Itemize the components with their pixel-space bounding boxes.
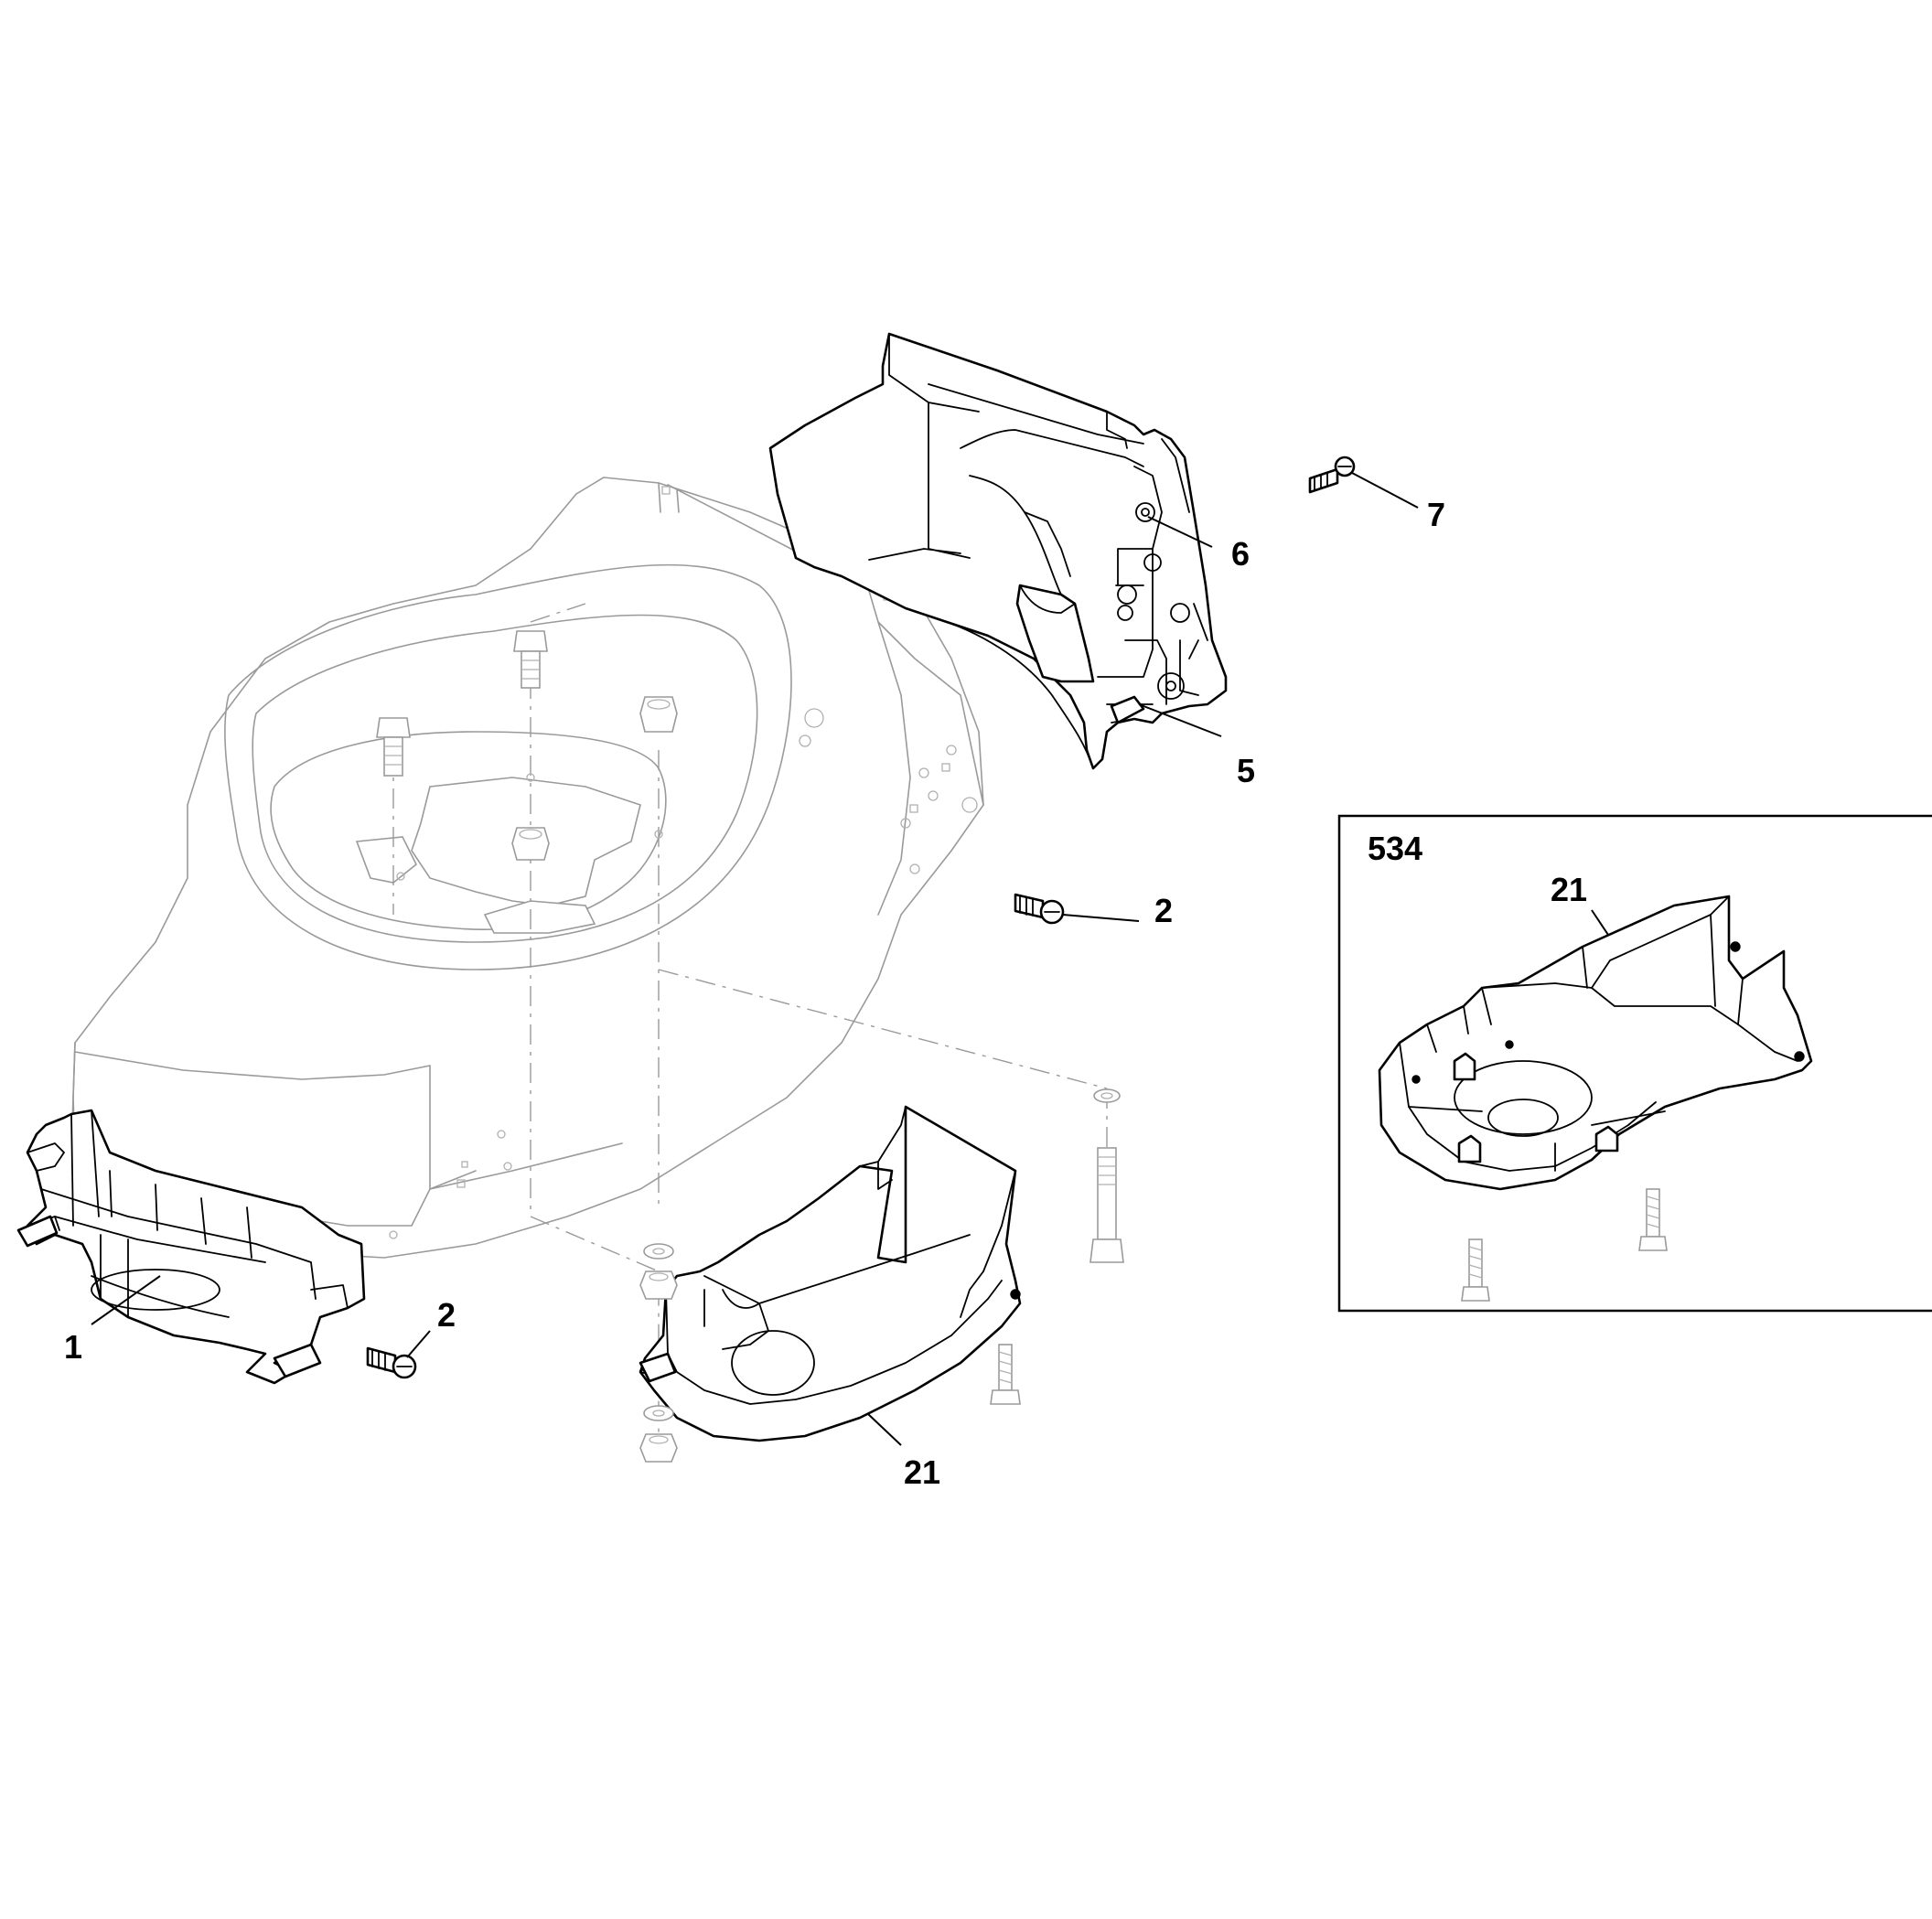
screw-icon bbox=[1308, 456, 1356, 494]
nut-icon bbox=[511, 827, 550, 861]
callout-1: 1 bbox=[64, 1328, 82, 1366]
deflector-hardware bbox=[639, 1088, 1124, 1463]
callout-7: 7 bbox=[1427, 496, 1445, 533]
callout-21: 21 bbox=[904, 1453, 940, 1491]
callout-2: 2 bbox=[1154, 892, 1173, 929]
screw-icon bbox=[1638, 1188, 1668, 1251]
inset-variant-label: 534 bbox=[1368, 830, 1422, 867]
rear-bracket-part bbox=[768, 332, 1228, 770]
variant-inset: 534 21 bbox=[1337, 814, 1932, 1313]
screw-icon bbox=[366, 1346, 417, 1379]
front-flap-part bbox=[16, 1109, 366, 1385]
callout-labels: 6 7 5 2 2 1 21 bbox=[64, 496, 1445, 1491]
nut-icon bbox=[639, 696, 678, 733]
callout-5: 5 bbox=[1237, 752, 1255, 789]
nut-icon bbox=[639, 1433, 678, 1463]
deck-hardware bbox=[376, 630, 678, 881]
mower-deck-outline bbox=[70, 477, 984, 1259]
inset-callout-21: 21 bbox=[1551, 871, 1587, 908]
inset-deflector-part bbox=[1378, 895, 1813, 1191]
bolt-icon bbox=[1089, 1088, 1124, 1263]
nut-icon bbox=[639, 1270, 678, 1300]
washer-icon bbox=[643, 1243, 674, 1260]
inset-frame bbox=[1337, 814, 1932, 1313]
bolt-icon bbox=[376, 717, 411, 777]
callout-2-lower: 2 bbox=[437, 1296, 456, 1334]
washer-icon bbox=[643, 1405, 674, 1421]
screw-icon bbox=[1461, 1238, 1490, 1302]
screw-icon bbox=[1014, 893, 1065, 925]
leader-lines bbox=[91, 472, 1419, 1446]
bolt-icon bbox=[513, 630, 548, 689]
screw-icon bbox=[990, 1344, 1021, 1405]
side-deflector-part bbox=[639, 1105, 1022, 1442]
callout-6: 6 bbox=[1231, 535, 1250, 573]
